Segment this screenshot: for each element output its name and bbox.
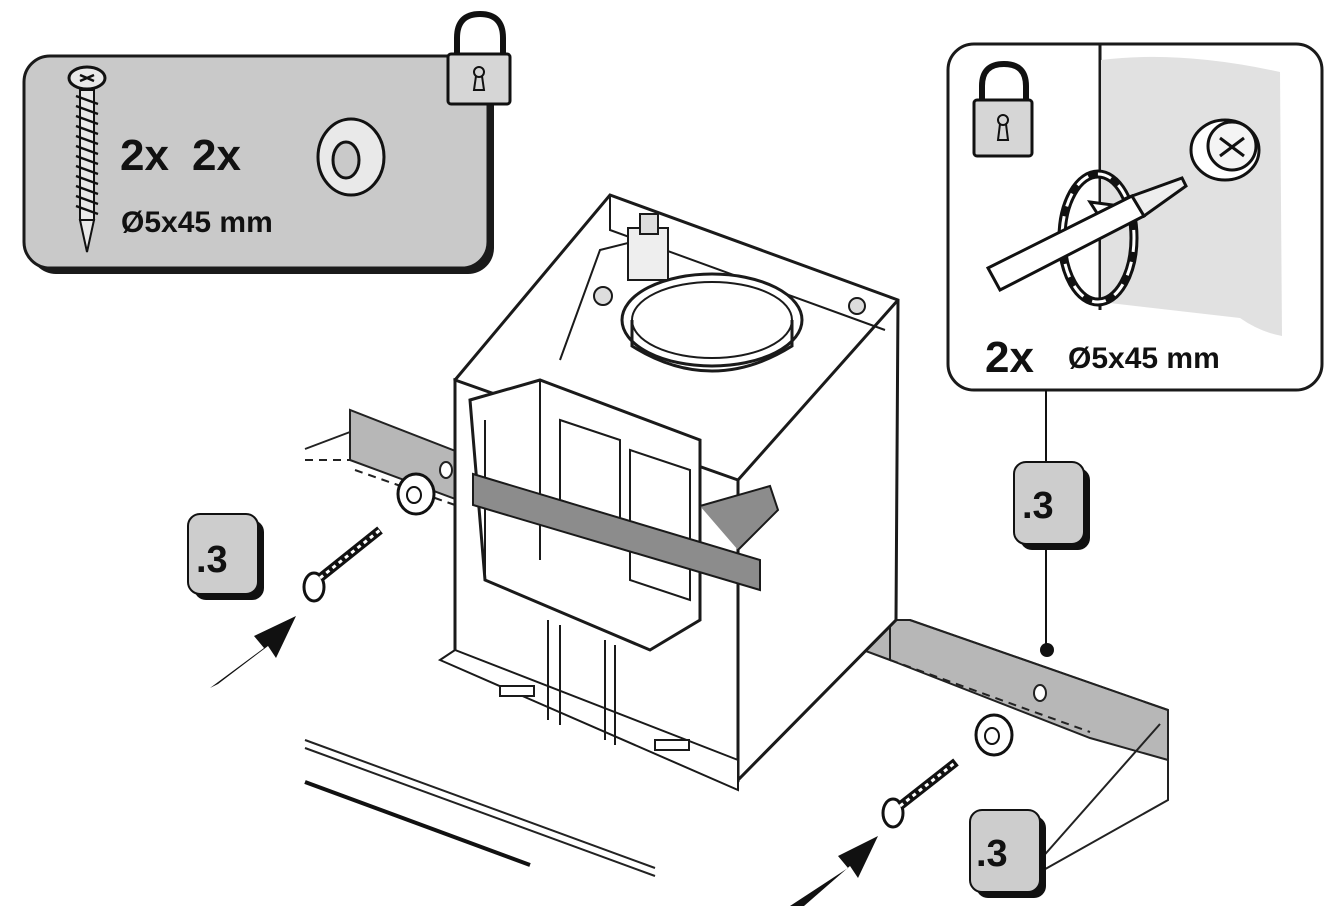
step-badge-right-bottom: .3 bbox=[969, 809, 1046, 898]
retaining-strap bbox=[472, 472, 780, 592]
parts-screw-qty: 2x bbox=[120, 131, 169, 180]
parts-washer-qty: 2x bbox=[192, 131, 241, 180]
padlock-icon bbox=[446, 10, 512, 106]
washer-icon bbox=[316, 117, 386, 197]
arrow-icon bbox=[210, 616, 296, 688]
air-outlet-ring bbox=[620, 272, 804, 373]
padlock-icon bbox=[972, 60, 1034, 158]
step-label: .3 bbox=[1022, 485, 1054, 527]
detail-screw-size: Ø5x45 mm bbox=[1068, 342, 1220, 375]
counter-edge bbox=[304, 739, 656, 877]
step-badge-right-top: .3 bbox=[1013, 461, 1090, 550]
washer-icon bbox=[396, 472, 436, 516]
step-badge-left: .3 bbox=[187, 513, 264, 600]
screw-icon bbox=[67, 65, 107, 253]
screw-head-icon bbox=[1189, 118, 1261, 182]
washer-icon bbox=[974, 713, 1014, 757]
detail-screw-qty: 2x bbox=[985, 333, 1034, 382]
parts-screw-size: Ø5x45 mm bbox=[121, 206, 273, 239]
step-label: .3 bbox=[196, 539, 228, 581]
motor-connector bbox=[627, 213, 669, 281]
parts-box: 2x 2x Ø5x45 mm bbox=[22, 10, 512, 274]
detail-callout: 2x Ø5x45 mm bbox=[946, 42, 1324, 392]
lower-panel bbox=[437, 620, 739, 792]
leader-line bbox=[1040, 390, 1054, 657]
hood-body bbox=[437, 193, 900, 792]
screwdriver-icon bbox=[985, 176, 1188, 293]
arrow-icon bbox=[790, 836, 878, 906]
screw-icon bbox=[881, 758, 959, 829]
step-label: .3 bbox=[976, 833, 1008, 875]
screw-icon bbox=[302, 526, 383, 603]
